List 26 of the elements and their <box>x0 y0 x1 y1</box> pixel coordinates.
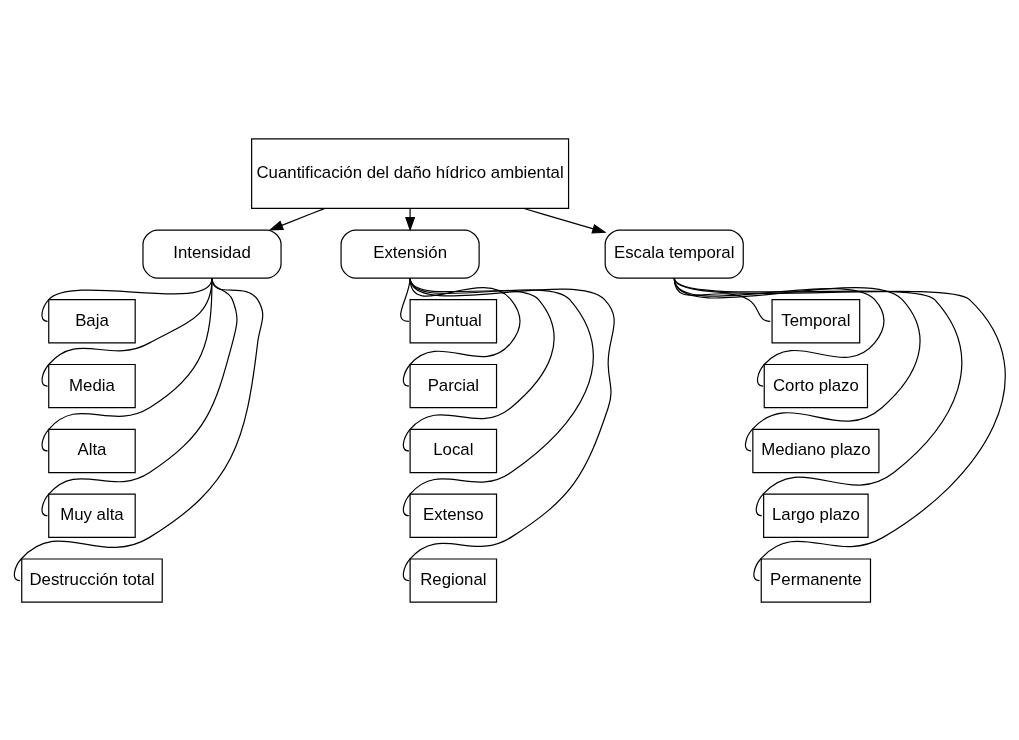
connector <box>402 276 615 581</box>
node-box: Destrucción total <box>20 557 163 603</box>
node-box: Corto plazo <box>763 363 868 408</box>
node-box: Puntual <box>409 298 497 343</box>
node-box: Mediano plazo <box>751 428 879 473</box>
node-box: Permanente <box>760 557 871 603</box>
node-box: Alta <box>47 428 136 473</box>
connector <box>13 276 263 581</box>
node-box: Extensión <box>339 228 480 279</box>
connector <box>399 276 411 322</box>
arrow <box>522 207 607 234</box>
node-box: Baja <box>47 298 136 343</box>
arrow <box>404 207 415 232</box>
node-box: Regional <box>409 557 497 603</box>
node-box: Parcial <box>409 363 497 408</box>
node-box: Media <box>47 363 136 408</box>
arrow <box>268 207 325 230</box>
node-box: Muy alta <box>47 493 136 538</box>
node-box: Escala temporal <box>604 228 744 279</box>
connector <box>673 276 1006 581</box>
node-box: Cuantificación del daño hídrico ambiental <box>250 137 569 209</box>
node-box: Intensidad <box>141 228 282 279</box>
node-box: Temporal <box>770 298 860 343</box>
node-box: Extenso <box>409 493 497 538</box>
node-box: Local <box>409 428 497 473</box>
node-box: Largo plazo <box>762 493 869 538</box>
